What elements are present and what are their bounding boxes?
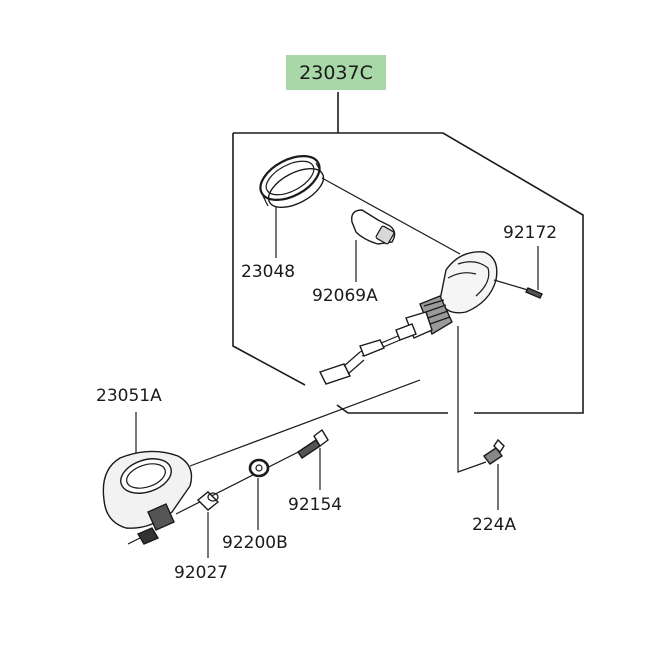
bulb-label[interactable]: 92069A <box>312 286 378 306</box>
screw-axis <box>493 279 529 291</box>
assembly-bracket <box>232 92 584 414</box>
bolt-label[interactable]: 92154 <box>288 495 342 515</box>
stem-axis <box>457 326 487 473</box>
assembly-label-highlight <box>286 55 386 90</box>
washer-label[interactable]: 92200B <box>222 533 288 553</box>
assembly-part-number: 23037C <box>299 62 373 84</box>
bulb[interactable] <box>351 209 396 245</box>
lens-rim-label[interactable]: 23048 <box>241 262 295 282</box>
indicator-lamp[interactable] <box>395 251 498 341</box>
bracket-cover[interactable] <box>102 450 193 545</box>
assembly-label[interactable]: 23037C <box>286 55 386 90</box>
screw-small[interactable] <box>525 287 543 299</box>
collar-label[interactable]: 92027 <box>174 563 228 583</box>
lens-rim[interactable] <box>253 147 329 215</box>
nut[interactable] <box>482 438 505 465</box>
mount-axis <box>189 379 421 467</box>
bolt[interactable] <box>297 428 329 459</box>
collar[interactable] <box>196 491 220 511</box>
washer[interactable] <box>248 458 270 478</box>
screw-small-label[interactable]: 92172 <box>503 223 557 243</box>
nut-label[interactable]: 224A <box>472 515 516 535</box>
bracket-cover-label[interactable]: 23051A <box>96 386 162 406</box>
wire-connector <box>319 335 401 385</box>
lens-axis <box>321 177 461 255</box>
